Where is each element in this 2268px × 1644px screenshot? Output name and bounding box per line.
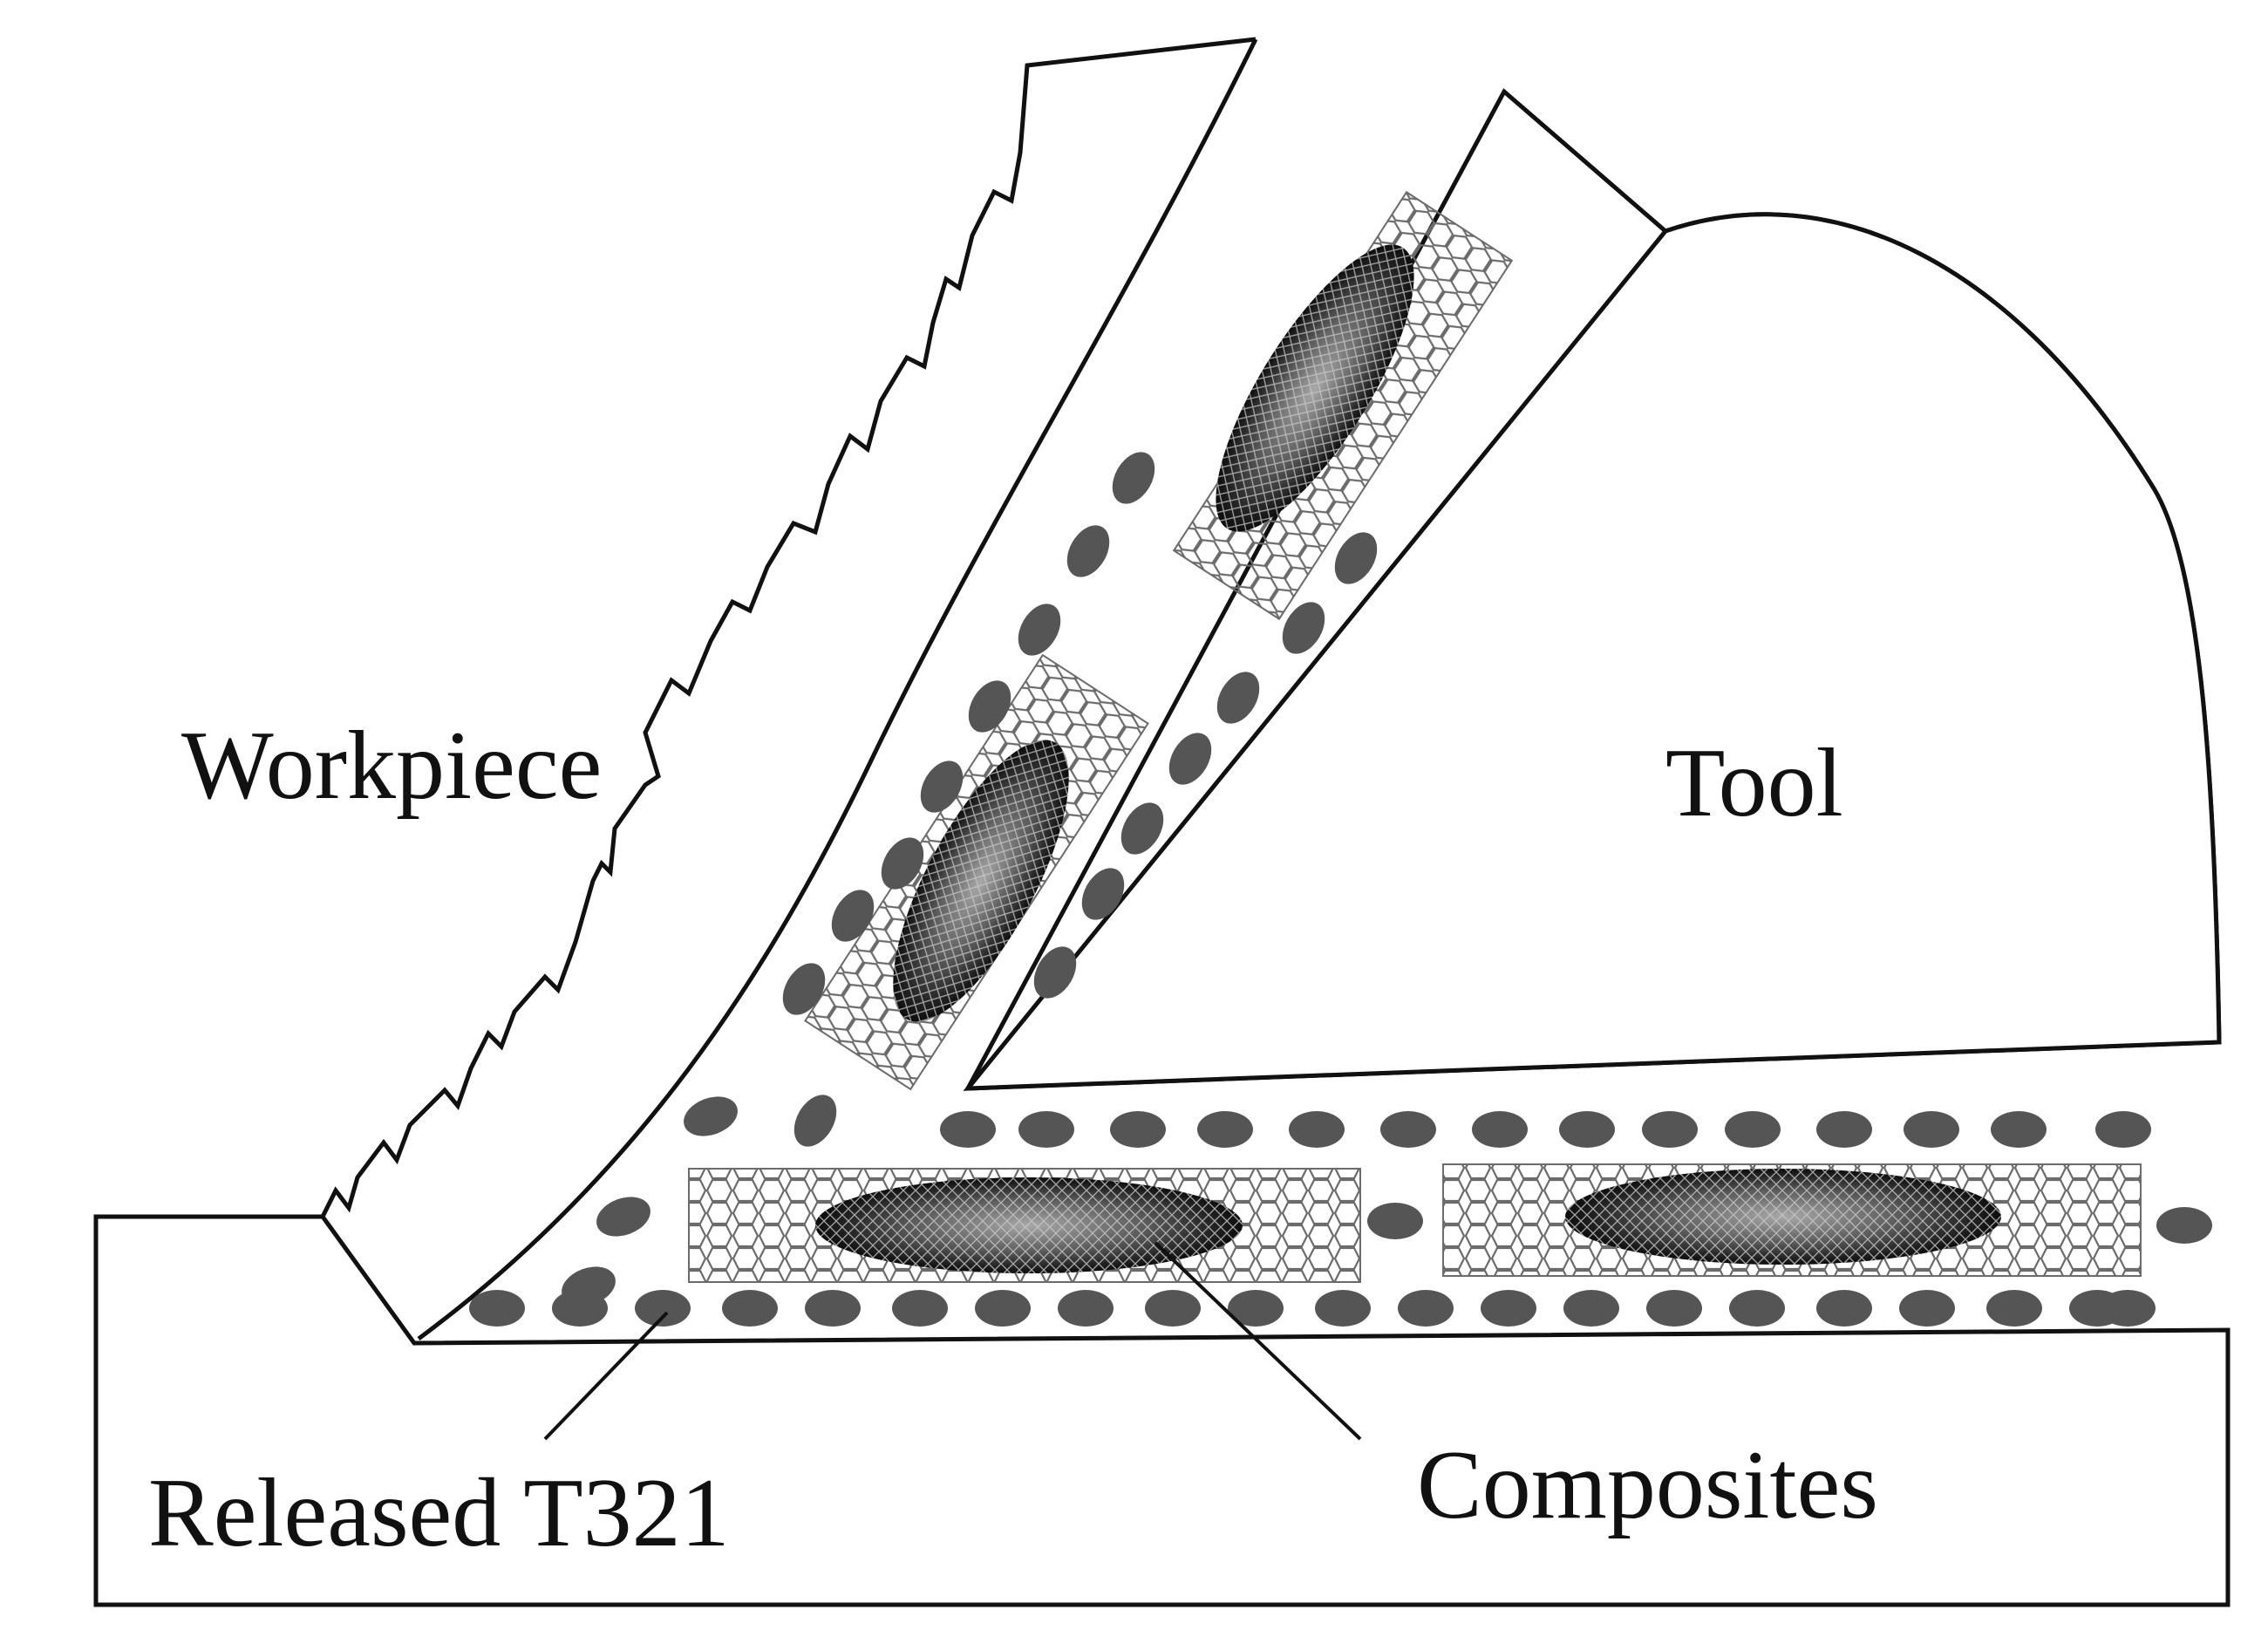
t321-particle [1563, 1290, 1619, 1327]
tool-body [963, 212, 2222, 1091]
t321-particle [1899, 1290, 1955, 1327]
t321-particle [805, 1290, 861, 1327]
released-t321-label: Released T321 [148, 1459, 730, 1567]
t321-particle [1904, 1111, 1959, 1148]
composite-ellipse-bottom-left [815, 1177, 1243, 1273]
t321-particle [1228, 1290, 1284, 1327]
t321-particle [920, 761, 964, 813]
t321-particle [975, 1290, 1031, 1327]
t321-particle [881, 837, 924, 890]
t321-particle [1145, 1290, 1201, 1327]
composite-ellipse-chip-upper [1216, 244, 1414, 532]
t321-particle [1367, 1203, 1423, 1239]
t321-particle [1816, 1111, 1872, 1148]
t321-particle [2156, 1207, 2212, 1244]
workpiece-label: Workpiece [181, 712, 602, 820]
t321-particle [1986, 1290, 2042, 1327]
t321-particle [1472, 1111, 1528, 1148]
t321-particle [1334, 532, 1378, 584]
composites-label: Composites [1417, 1431, 1878, 1539]
t321-particle [1315, 1290, 1371, 1327]
t321-particle [1018, 604, 1061, 656]
leader-line-released [543, 1311, 669, 1441]
t321-particle [635, 1290, 691, 1327]
t321-particle [1120, 802, 1164, 855]
t321-particle [1646, 1290, 1702, 1327]
chip-outer-edge [417, 38, 1258, 1341]
t321-particle [722, 1290, 778, 1327]
t321-particle [1816, 1290, 1872, 1327]
t321-particle [831, 890, 875, 942]
composite-ellipse-chip-lower [893, 740, 1069, 1022]
t321-particle [596, 1197, 650, 1237]
t321-particle [968, 680, 1011, 733]
t321-particle [1991, 1111, 2047, 1148]
t321-particle [469, 1290, 525, 1327]
t321-particle [1197, 1111, 1253, 1148]
t321-particle [1398, 1290, 1454, 1327]
t321-particle [1216, 672, 1260, 724]
t321-particle [2100, 1290, 2156, 1327]
t321-particle [793, 1095, 837, 1147]
tool-label: Tool [1665, 729, 1843, 837]
leader-line-composites [1154, 1241, 1362, 1441]
t321-particle [1112, 452, 1155, 504]
t321-particle [1058, 1290, 1114, 1327]
t321-particle [2095, 1111, 2151, 1148]
released-t321-particles [469, 452, 2212, 1327]
t321-particle [1729, 1290, 1785, 1327]
t321-particle [1481, 1290, 1536, 1327]
t321-particle [1289, 1111, 1345, 1148]
t321-particle [1559, 1111, 1615, 1148]
t321-particle [1081, 868, 1125, 920]
t321-particle [1168, 733, 1212, 785]
t321-particle [1642, 1111, 1698, 1148]
t321-particle [940, 1111, 996, 1148]
t321-particle [1282, 602, 1325, 654]
workpiece-shear-surface [320, 37, 1257, 1218]
t321-particle [1110, 1111, 1166, 1148]
t321-particle [1725, 1111, 1781, 1148]
t321-particle [1066, 525, 1110, 577]
t321-particle [892, 1290, 948, 1327]
composite-ellipse-bottom-right [1565, 1169, 2001, 1265]
t321-particle [1033, 946, 1077, 999]
t321-particle [562, 1266, 616, 1306]
t321-particle [782, 963, 826, 1015]
t321-particle [1018, 1111, 1074, 1148]
t321-particle [1380, 1111, 1436, 1148]
t321-particle [684, 1096, 738, 1136]
